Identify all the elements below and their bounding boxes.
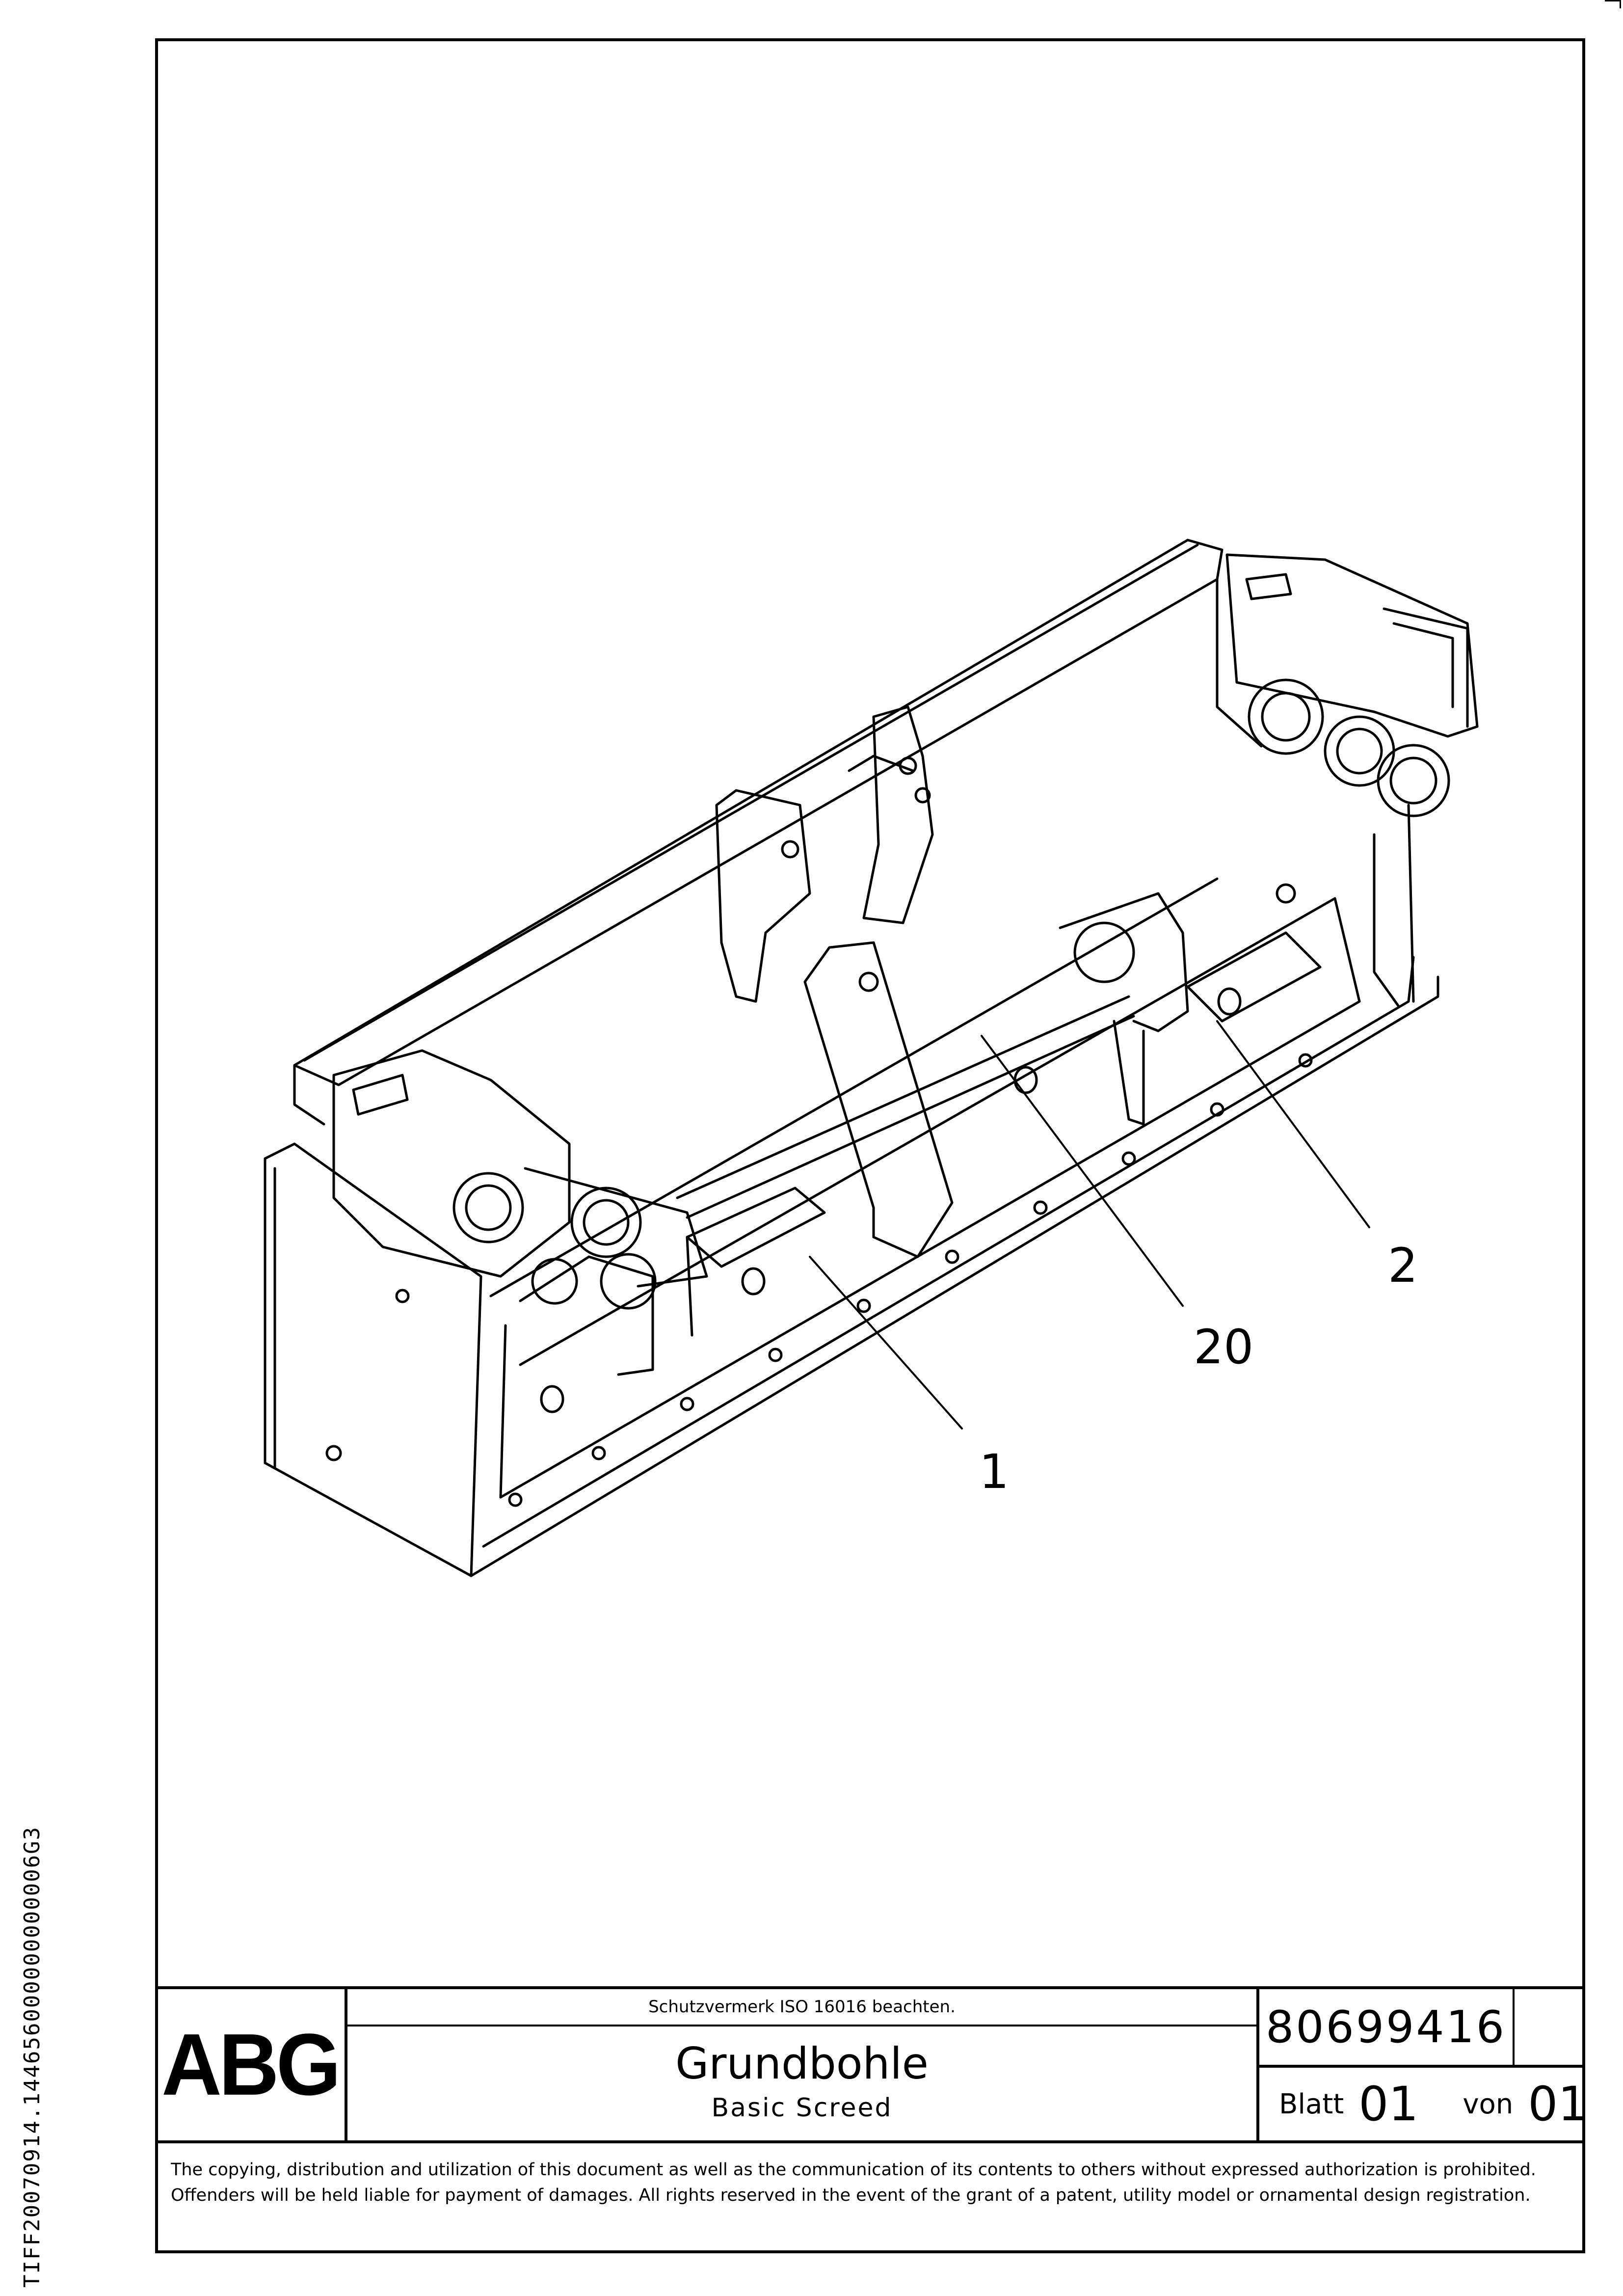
title-block: ABG Schutzvermerk ISO 16016 beachten. Gr… (155, 1986, 1588, 2140)
callout-2: 2 (1388, 1238, 1418, 1293)
total-sheets: 01 (1528, 2077, 1588, 2132)
screed-frame (264, 539, 1439, 1577)
sheet-info: Blatt 01 von 01 (1259, 2068, 1588, 2140)
protection-notice: Schutzvermerk ISO 16016 beachten. (347, 1989, 1256, 2026)
copyright-notice: The copying, distribution and utilizatio… (155, 2140, 1585, 2253)
abg-logo: ABG (161, 2016, 341, 2114)
center-bracket (715, 705, 954, 1258)
title-cell: Schutzvermerk ISO 16016 beachten. Grundb… (347, 1989, 1256, 2140)
number-cell: 80699416 Blatt 01 von 01 (1256, 1989, 1588, 2140)
document-number: 80699416 (1259, 1989, 1515, 2068)
drawing-frame (155, 38, 1585, 2253)
lower-beam (325, 883, 1322, 1507)
leader-line-20 (981, 1035, 1184, 1307)
title-english: Basic Screed (711, 2093, 893, 2123)
sheet-label: Blatt (1279, 2088, 1344, 2120)
logo-cell: ABG (155, 1989, 347, 2140)
sheet-number: 01 (1358, 2077, 1419, 2132)
leader-lines (809, 1020, 1370, 1430)
tamper-shaft (676, 892, 1189, 1219)
title-german: Grundbohle (675, 2038, 929, 2089)
right-end-plate (1225, 553, 1479, 817)
callout-20: 20 (1194, 1320, 1254, 1375)
leader-line-2 (1216, 1020, 1370, 1228)
revision-box (1515, 1989, 1582, 2068)
leader-line-1 (809, 1256, 963, 1430)
of-label: von (1463, 2088, 1514, 2120)
corner-mark (1605, 0, 1621, 8)
callout-1: 1 (979, 1444, 1010, 1499)
